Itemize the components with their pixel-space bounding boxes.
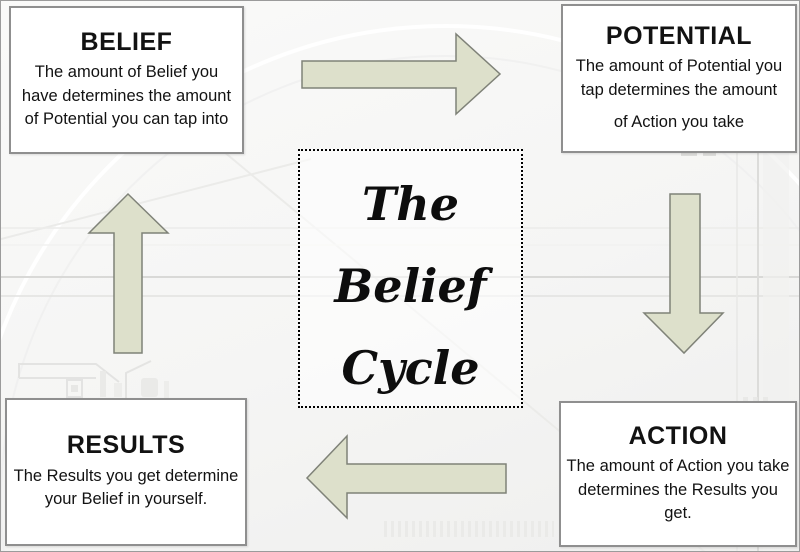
- action-box: ACTION The amount of Action you take det…: [559, 401, 797, 547]
- center-title-box: The Belief Cycle: [298, 149, 523, 408]
- results-heading: RESULTS: [66, 431, 186, 460]
- background-ruler-ticks: [384, 521, 554, 537]
- title-line-cycle: Cycle: [341, 341, 480, 395]
- action-heading: ACTION: [628, 421, 728, 450]
- potential-heading: POTENTIAL: [605, 21, 753, 50]
- background-arc: [1, 24, 799, 342]
- results-description: The Results you get determine your Belie…: [13, 466, 239, 509]
- arrow-action-to-results: [305, 434, 507, 520]
- action-description: The amount of Action you take determines…: [566, 457, 790, 522]
- background-arc: [1, 55, 799, 551]
- belief-description: The amount of Belief you have determines…: [21, 63, 232, 128]
- title-line-belief: Belief: [334, 259, 487, 313]
- arrow-belief-to-potential: [301, 32, 502, 116]
- belief-box: BELIEF The amount of Belief you have det…: [9, 6, 244, 154]
- potential-box: POTENTIAL The amount of Potential you ta…: [561, 4, 797, 153]
- potential-description-line2: of Action you take: [613, 112, 745, 131]
- potential-description: The amount of Potential you tap determin…: [575, 57, 783, 99]
- background-building-sketch: [18, 360, 152, 398]
- belief-heading: BELIEF: [80, 27, 173, 56]
- background-diagonal-line: [1, 158, 312, 240]
- arrow-potential-to-action: [642, 193, 725, 355]
- results-box: RESULTS The Results you get determine yo…: [5, 398, 247, 546]
- title-line-the: The: [362, 177, 459, 231]
- arrow-results-to-belief: [87, 192, 170, 354]
- background-building-sketch: [71, 371, 169, 398]
